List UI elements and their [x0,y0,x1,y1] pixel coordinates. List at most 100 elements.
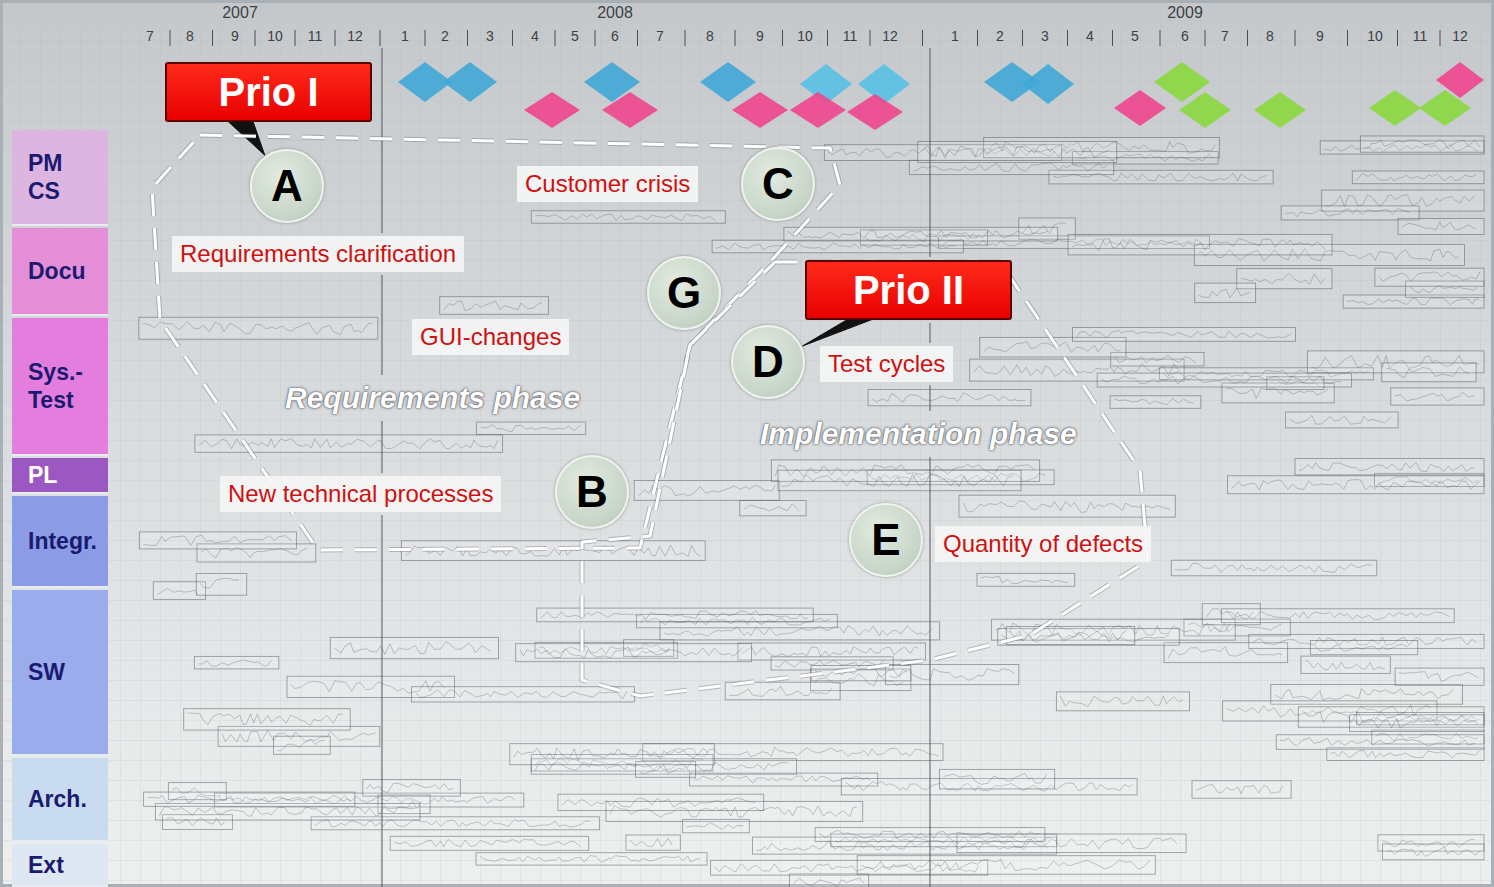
plan-bar-outline [1352,171,1484,184]
month-label: 11 [1413,28,1428,44]
handwriting-scrawl [861,859,1149,870]
handwriting-scrawl [1354,718,1478,728]
month-tick [922,30,923,46]
plan-bar [1398,219,1484,235]
plan-bar-outline [476,853,707,865]
plan-bar-outline [857,856,1155,875]
plan-bar-outline [1068,234,1332,255]
month-label: 10 [267,28,283,44]
plan-bar [139,317,378,339]
handwriting-scrawl [922,146,1110,158]
plan-bar [537,608,814,622]
handwriting-scrawl [943,773,1046,784]
handwriting-scrawl [963,501,1170,513]
handwriting-scrawl [1010,631,1126,641]
plan-bar [1276,735,1484,750]
month-label: 2 [996,28,1004,44]
phase-outline [576,256,1154,700]
handwriting-scrawl [1347,298,1479,305]
marker-circle: D [731,325,805,399]
month-label: 9 [1316,28,1324,44]
month-label: 8 [1266,28,1274,44]
handwriting-scrawl [1402,222,1476,230]
row-band: Arch. [12,758,108,842]
month-label: 6 [1181,28,1189,44]
plan-bar-outline [1281,206,1419,220]
plan-bar [1327,748,1484,761]
milestone-notes [398,62,1484,130]
plan-bar [712,240,963,253]
plan-bar [1006,627,1134,645]
row-label: Integr. [28,527,97,555]
plan-bar [1352,171,1484,184]
month-tick [555,30,556,46]
month-label: 11 [843,28,858,44]
month-tick [1295,30,1296,46]
plan-bar [196,574,246,596]
month-label: 7 [146,28,154,44]
plan-bar-outline [740,501,806,516]
handwriting-scrawl [1395,392,1475,401]
handwriting-scrawl [630,838,672,847]
handwriting-scrawl [514,748,709,760]
month-tick [1347,30,1348,46]
plan-bar [1391,388,1484,405]
plan-bar-outline [537,608,814,622]
handwriting-scrawl [716,243,956,250]
plan-bar [1295,459,1484,475]
plan-bar-outline [1310,641,1417,655]
month-label: 7 [656,28,664,44]
plan-bar [1382,363,1476,382]
plan-bar-outline [1110,396,1201,409]
plan-bar-outline [196,574,246,596]
year-label: 2007 [222,4,258,22]
row-label: Arch. [28,785,87,813]
plan-bar [1110,396,1201,409]
plan-bar-outline [402,541,706,561]
milestone-diamond [732,92,788,128]
plan-bar-outline [1391,388,1484,405]
marker-circle: A [250,149,324,223]
handwriting-scrawl [788,230,1048,238]
handwriting-scrawl [1115,355,1196,363]
plan-bar-outline [510,744,715,765]
handwriting-scrawl [1196,784,1283,793]
handwriting-scrawl [981,576,1068,584]
handwriting-scrawl [159,807,415,816]
handwriting-scrawl [562,798,755,807]
milestone-diamond [858,64,910,104]
month-tick [1067,30,1068,46]
year-divider [381,275,383,375]
month-tick [1247,30,1248,46]
plan-bar [1301,656,1390,673]
row-band: PL [12,458,108,494]
priority-callout: Prio I [165,62,372,122]
plan-bar-outline [778,470,1021,491]
handwriting-scrawl [687,823,744,830]
month-label: 3 [486,28,494,44]
plan-bar [1068,234,1332,255]
plan-bar-outline [1375,268,1484,286]
row-band: PM CS [12,130,108,226]
month-label: 10 [797,28,813,44]
plan-bar-outline [1276,735,1484,750]
plan-bar [390,836,589,850]
plan-bar-outline [184,709,351,730]
plan-bar-outline [939,769,1054,789]
handwriting-scrawl [367,783,454,792]
plan-bar-outline [1382,363,1476,382]
issue-label-box: New technical processes [220,476,501,512]
year-divider [929,323,931,343]
month-label: 10 [1367,28,1383,44]
plan-bar-outline [918,142,1117,163]
year-divider [929,48,931,257]
handwriting-scrawl [1175,563,1372,572]
plan-bar [683,819,750,832]
plan-bar-outline [977,573,1075,586]
marker-letter: A [271,164,303,208]
month-tick [425,30,426,46]
handwriting-scrawl [334,642,491,655]
month-label: 1 [401,28,409,44]
handwriting-scrawl [742,647,919,657]
